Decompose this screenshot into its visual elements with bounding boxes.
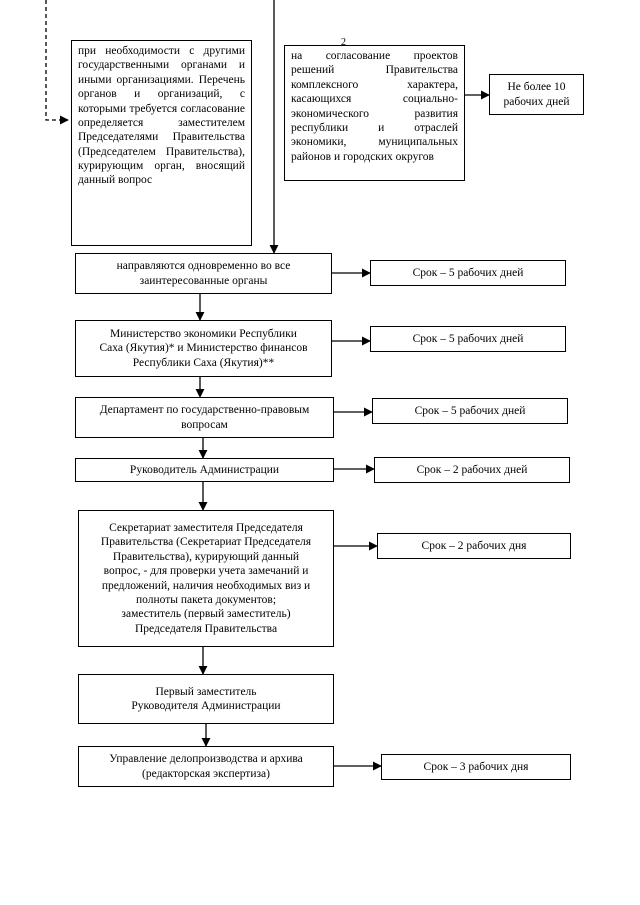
step-3-line: вопросам xyxy=(181,418,228,431)
term-4-text: Срок – 2 рабочих дней xyxy=(416,463,528,476)
page-number: 2 xyxy=(341,37,346,48)
step-5-line: заместитель (первый заместитель) xyxy=(121,608,291,621)
top-right-term-text: Не более 10 рабочих дней xyxy=(503,81,570,108)
step-box-7: Управление делопроизводства и архива (ре… xyxy=(78,746,334,787)
term-box-1: Срок – 5 рабочих дней xyxy=(370,260,566,286)
top-right-term-box: Не более 10 рабочих дней xyxy=(489,74,584,115)
term-box-4: Срок – 2 рабочих дней xyxy=(374,457,570,483)
top-right-box: на согласование проектов решений Правите… xyxy=(284,45,465,181)
step-7-line: (редакторская экспертиза) xyxy=(142,767,270,780)
step-1-line: заинтересованные органы xyxy=(139,274,268,287)
step-6-line: Первый заместитель xyxy=(155,685,257,698)
top-left-box-text: при необходимости с другими государствен… xyxy=(78,45,245,187)
term-2-text: Срок – 5 рабочих дней xyxy=(412,332,524,345)
step-4-line: Руководитель Администрации xyxy=(129,463,280,476)
step-box-2: Министерство экономики Республики Саха (… xyxy=(75,320,332,377)
step-box-6: Первый заместитель Руководителя Админист… xyxy=(78,674,334,724)
step-6-line: Руководителя Администрации xyxy=(131,700,281,712)
dashed-connector xyxy=(45,0,69,125)
step-2-line: Министерство экономики Республики xyxy=(110,327,297,340)
step-5-line: вопрос, - для проверки учета замечаний и xyxy=(103,565,309,578)
term-1-text: Срок – 5 рабочих дней xyxy=(412,266,524,279)
term-box-3: Срок – 5 рабочих дней xyxy=(372,398,568,424)
step-5-line: полноты пакета документов; xyxy=(135,593,277,606)
step-5-line: Правительства), курирующий данный xyxy=(112,550,300,563)
step-box-4: Руководитель Администрации xyxy=(75,458,334,482)
step-5-line: Председателя Правительства xyxy=(134,622,278,635)
step-5-line: Правительства (Секретариат Председателя xyxy=(100,536,312,549)
step-7-line: Управление делопроизводства и архива xyxy=(109,753,303,766)
step-2-line: Республики Саха (Якутия)** xyxy=(132,356,275,369)
term-box-5: Срок – 2 рабочих дня xyxy=(377,533,571,559)
step-5-line: Секретариат заместителя Председателя xyxy=(109,522,303,534)
step-5-line: предложений, наличия необходимых виз и xyxy=(101,579,311,592)
step-box-3: Департамент по государственно-правовым в… xyxy=(75,397,334,438)
step-1-line: направляются одновременно во все xyxy=(116,260,291,273)
term-5-text: Срок – 2 рабочих дня xyxy=(421,539,527,552)
step-2-line: Саха (Якутия)* и Министерство финансов xyxy=(99,342,308,355)
step-3-line: Департамент по государственно-правовым xyxy=(99,404,310,417)
step-box-5: Секретариат заместителя Председателя Пра… xyxy=(78,510,334,647)
term-box-7: Срок – 3 рабочих дня xyxy=(381,754,571,780)
term-3-text: Срок – 5 рабочих дней xyxy=(414,404,526,417)
top-right-box-text: на согласование проектов решений Правите… xyxy=(291,50,458,163)
term-7-text: Срок – 3 рабочих дня xyxy=(423,760,529,773)
step-box-1: направляются одновременно во все заинтер… xyxy=(75,253,332,294)
top-left-box: при необходимости с другими государствен… xyxy=(71,40,252,246)
term-box-2: Срок – 5 рабочих дней xyxy=(370,326,566,352)
